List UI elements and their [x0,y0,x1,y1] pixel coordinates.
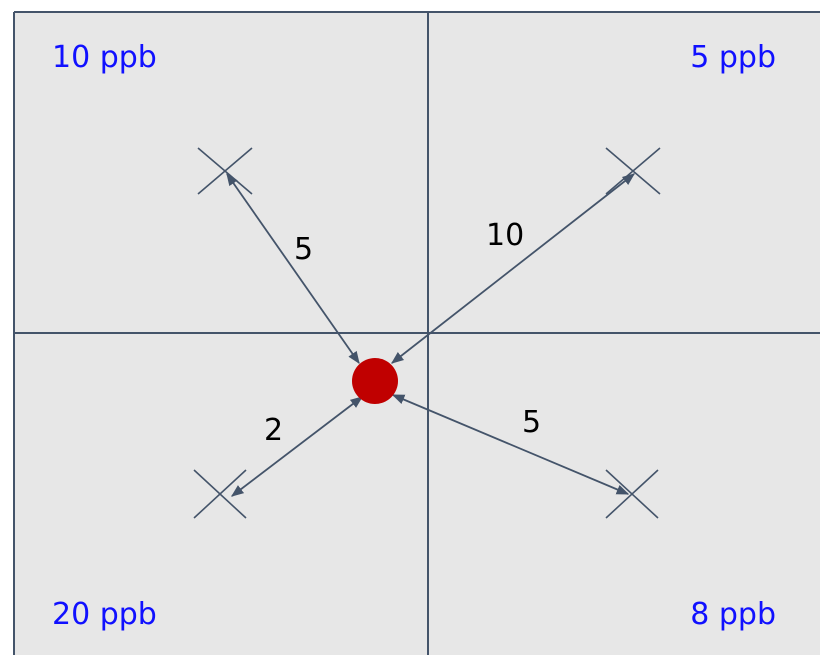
quadrant-label-top-right: 5 ppb [690,40,776,75]
quadrant-label-top-left: 10 ppb [52,40,157,75]
distance-label-bottom-left: 2 [264,413,283,448]
arrow-top-left [226,172,360,365]
arrow-top-right [391,173,635,364]
quadrant-label-bottom-right: 8 ppb [690,597,776,632]
distance-label-top-left: 5 [294,232,313,267]
distance-label-bottom-right: 5 [522,405,541,440]
quadrant-label-bottom-left: 20 ppb [52,597,157,632]
arrow-bottom-right [391,394,630,495]
distance-label-top-right: 10 [486,218,524,253]
arrow-bottom-left [230,396,364,497]
circle-icon [352,358,398,404]
